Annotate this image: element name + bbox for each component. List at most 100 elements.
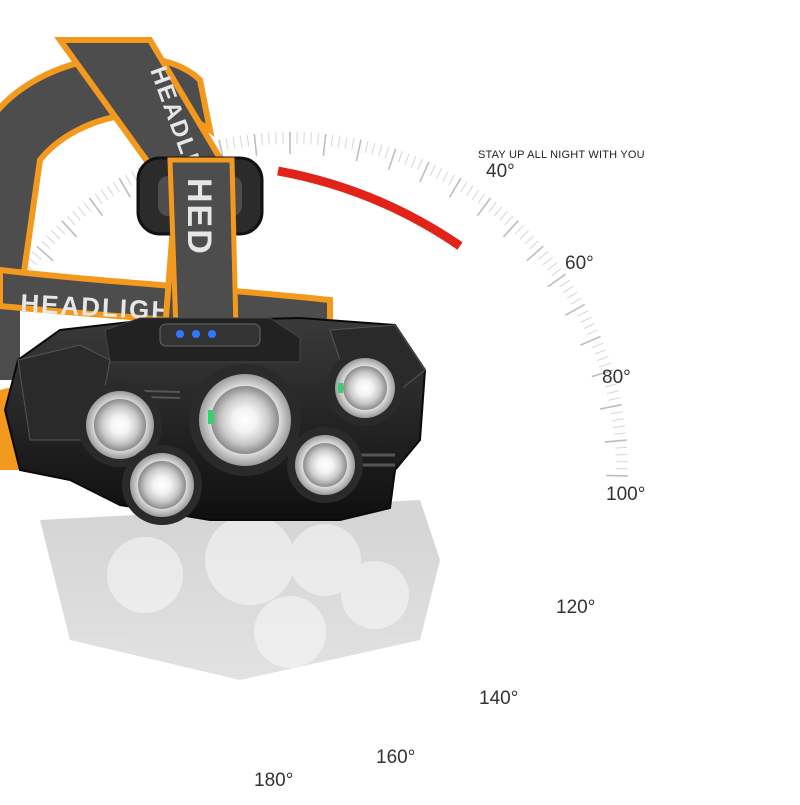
scale-tick <box>494 207 502 216</box>
scale-tick <box>472 190 479 200</box>
scale-tick <box>37 246 54 261</box>
scale-tick <box>515 226 523 235</box>
scale-tick <box>600 405 622 409</box>
scale-tick <box>609 398 621 401</box>
scale-tick <box>478 194 485 204</box>
scale-tick <box>352 138 354 150</box>
scale-tick <box>461 182 467 192</box>
lens-left-lower <box>122 445 202 525</box>
scale-tick <box>607 391 619 394</box>
scale-tick <box>616 454 628 455</box>
scale-tick <box>567 292 577 298</box>
scale-tick <box>580 337 600 346</box>
scale-tick <box>527 246 544 261</box>
scale-tick <box>489 202 496 212</box>
scale-tick <box>466 186 473 196</box>
scale-tick <box>233 137 235 149</box>
scale-tick <box>311 133 312 145</box>
scale-tick <box>126 175 132 186</box>
scale-tick <box>345 137 347 149</box>
scale-tick <box>436 168 441 179</box>
scale-tick <box>247 135 249 147</box>
scale-tick <box>503 221 518 237</box>
angle-label-180: 180° <box>254 770 293 792</box>
scale-tick <box>62 221 77 237</box>
scale-tick <box>32 252 41 260</box>
scale-tick <box>587 330 598 335</box>
scale-tick <box>385 147 389 159</box>
scale-tick <box>67 216 75 225</box>
buckle-lettering: HED <box>180 178 218 256</box>
scale-tick <box>226 138 228 150</box>
scale-tick <box>107 186 114 196</box>
scale-tick <box>548 263 558 270</box>
angle-label-160: 160° <box>376 747 415 769</box>
scale-tick <box>51 231 60 240</box>
scale-tick <box>389 149 396 170</box>
scale-tick <box>564 286 574 293</box>
angle-label-100: 100° <box>606 484 645 506</box>
angle-label-80: 80° <box>602 367 631 389</box>
scale-tick <box>581 317 592 323</box>
scale-tick <box>449 175 455 186</box>
scale-tick <box>530 241 539 249</box>
scale-tick <box>57 226 65 235</box>
scale-tick <box>46 236 55 244</box>
scale-tick <box>595 350 606 354</box>
scale-tick <box>430 165 435 176</box>
scale-tick <box>505 216 513 225</box>
scale-tick <box>525 236 534 244</box>
scale-tick <box>323 134 325 156</box>
scale-tick <box>584 324 595 329</box>
scale-tick <box>443 171 449 182</box>
scale-tick <box>539 252 548 260</box>
scale-tick <box>240 136 242 148</box>
lens-right-upper <box>327 350 403 426</box>
scale-tick <box>372 143 375 155</box>
scale-tick <box>411 156 415 167</box>
scale-tick <box>95 194 102 204</box>
scale-tick <box>543 257 552 265</box>
scale-tick <box>261 133 262 145</box>
scale-tick <box>269 133 270 145</box>
scale-tick <box>560 280 570 287</box>
scale-tick <box>113 182 119 192</box>
green-indicator <box>208 410 214 424</box>
scale-tick <box>614 433 626 434</box>
scale-tick <box>418 159 423 170</box>
blue-indicator <box>176 330 184 338</box>
scale-tick <box>84 202 91 212</box>
lens-right-lower <box>287 427 363 503</box>
scale-tick <box>571 298 581 304</box>
scale-tick <box>552 268 562 275</box>
scale-tick <box>605 440 627 442</box>
scale-tick <box>254 134 256 156</box>
scale-tick <box>338 136 340 148</box>
angle-label-140: 140° <box>479 688 518 710</box>
scale-tick <box>405 154 409 165</box>
scale-tick <box>613 426 625 428</box>
scale-tick <box>420 162 429 182</box>
scale-tick <box>379 145 382 157</box>
scale-tick <box>520 231 529 240</box>
angle-label-40: 40° <box>486 161 515 183</box>
scale-tick <box>615 447 627 448</box>
scale-tick <box>78 207 86 216</box>
scale-tick <box>612 419 624 421</box>
scale-tick <box>500 211 508 220</box>
scale-tick <box>331 135 333 147</box>
tagline-text: STAY UP ALL NIGHT WITH YOU <box>478 149 645 161</box>
angle-label-120: 120° <box>556 597 595 619</box>
scale-tick <box>276 132 277 144</box>
angle-label-60: 60° <box>565 253 594 275</box>
scale-tick <box>597 357 608 361</box>
scale-tick <box>611 412 623 414</box>
scale-tick <box>578 311 589 317</box>
scale-tick <box>398 151 402 162</box>
scale-tick <box>101 190 108 200</box>
red-beam-arc <box>278 171 460 246</box>
scale-tick <box>365 141 368 153</box>
scale-tick <box>42 241 51 249</box>
scale-tick <box>592 343 603 348</box>
